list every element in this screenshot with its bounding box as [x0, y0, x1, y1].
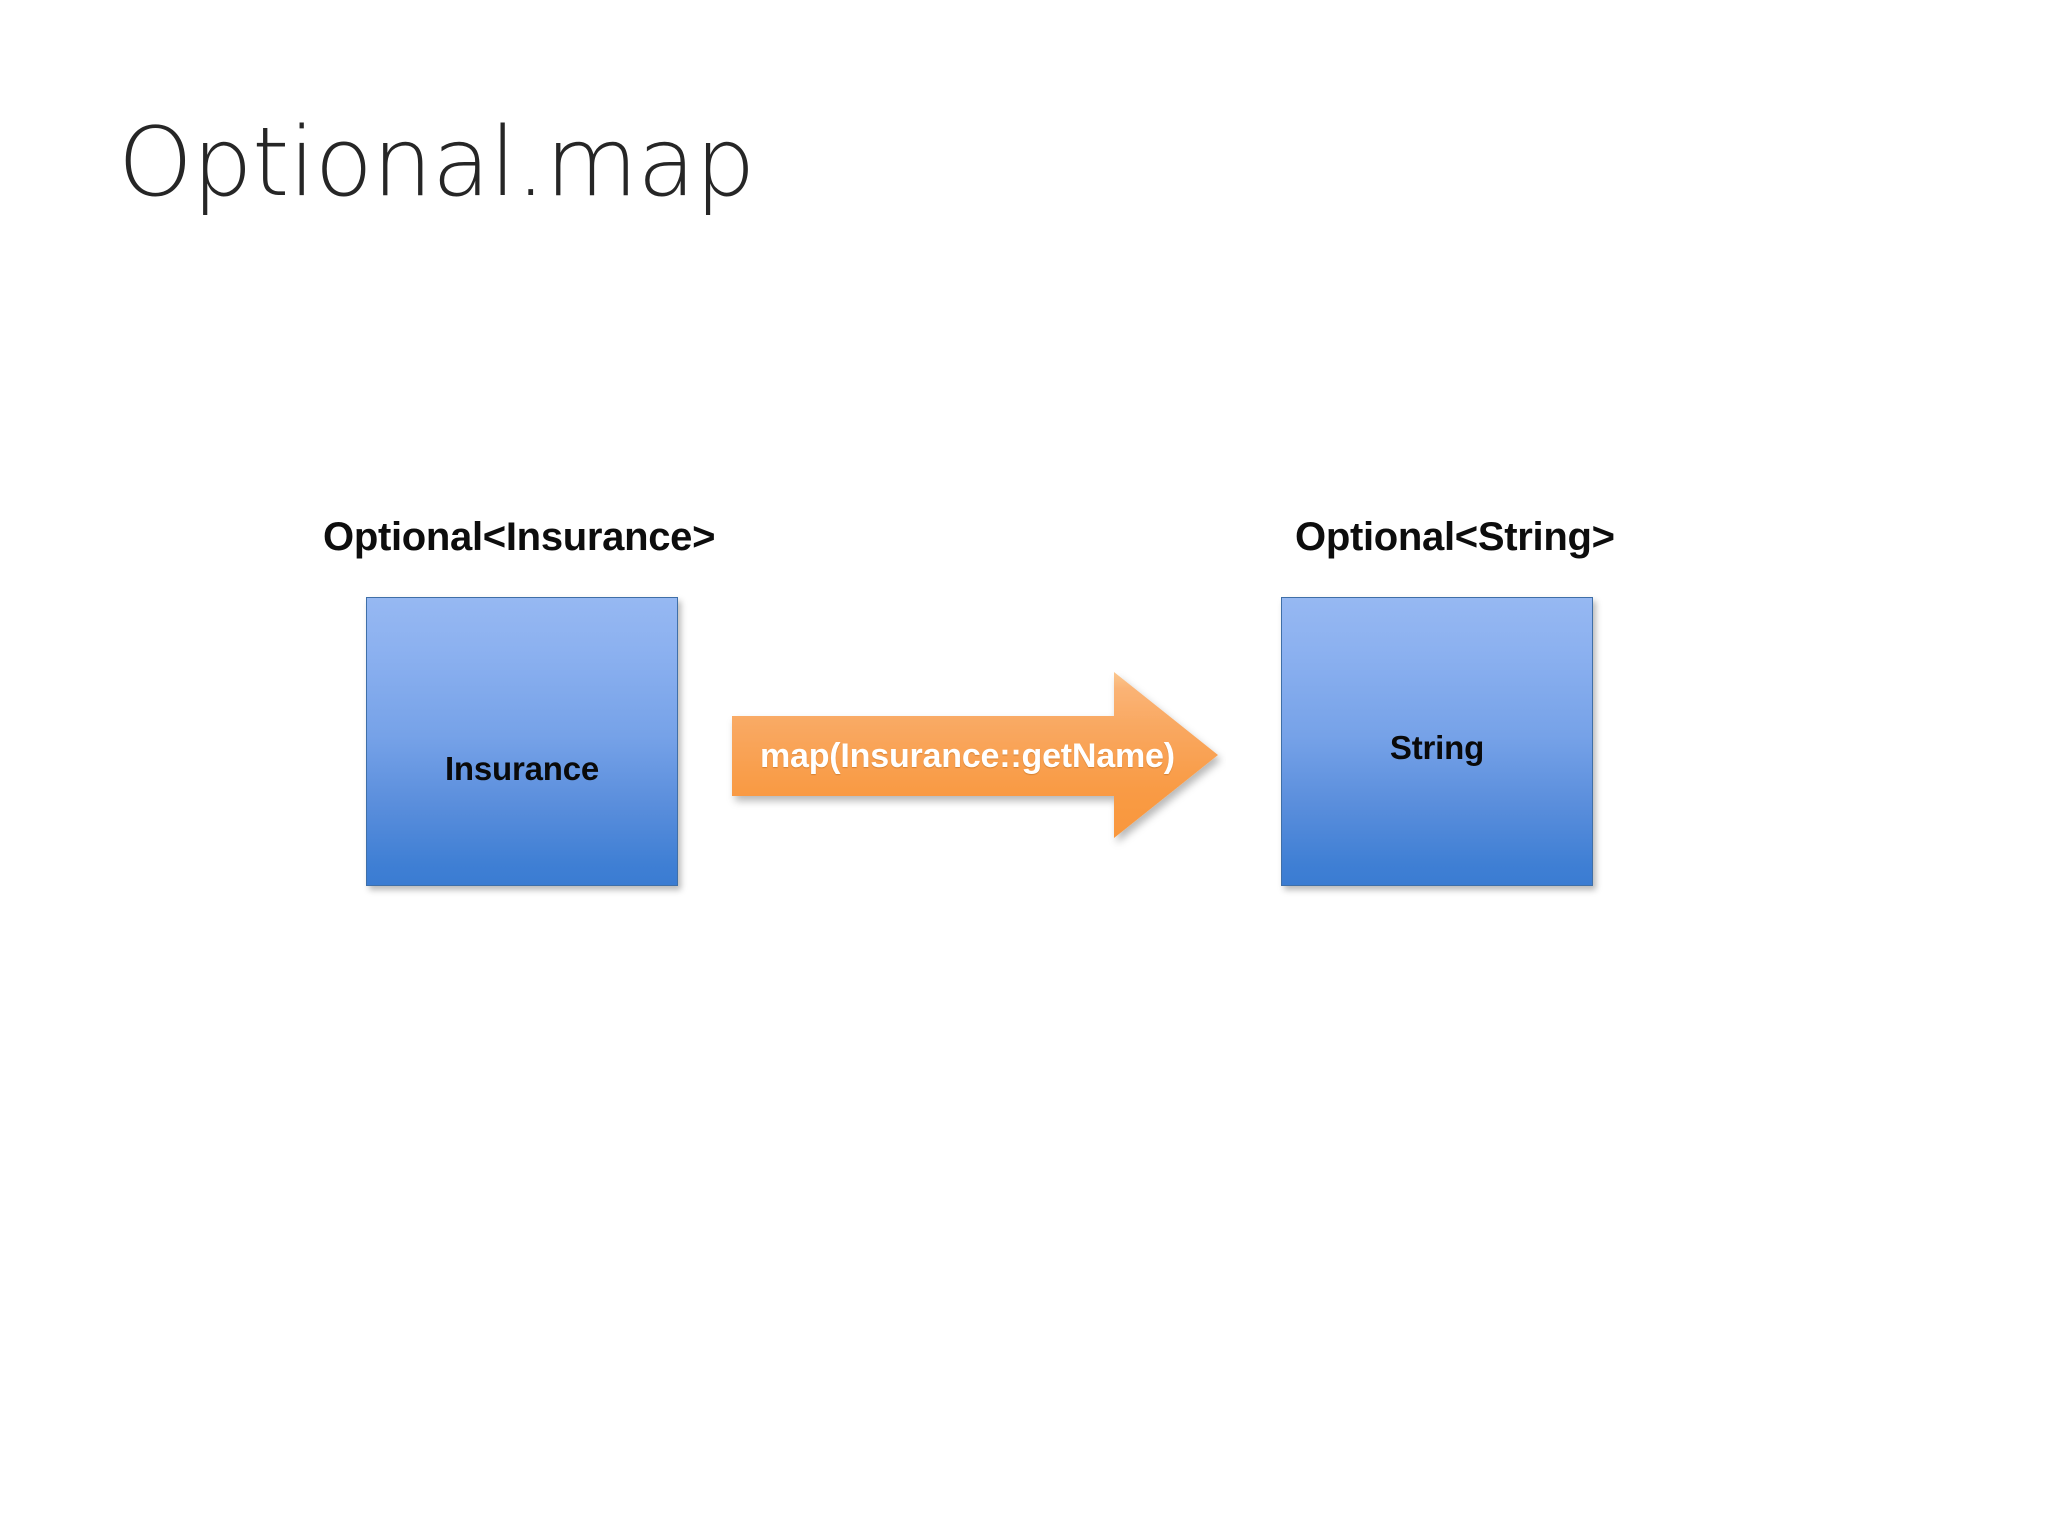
map-arrow — [726, 660, 1226, 860]
page-title: Optional.map — [118, 108, 755, 218]
source-type-label: Optional<Insurance> — [323, 515, 716, 559]
map-arrow-label: map(Insurance::getName) — [760, 737, 1175, 775]
target-type-label: Optional<String> — [1295, 515, 1615, 559]
source-node-box: Insurance — [366, 597, 678, 886]
target-node-label: String — [1389, 729, 1485, 766]
source-node-label: Insurance — [444, 750, 600, 787]
target-node-box: String — [1281, 597, 1593, 886]
arrow-shape — [732, 672, 1218, 838]
